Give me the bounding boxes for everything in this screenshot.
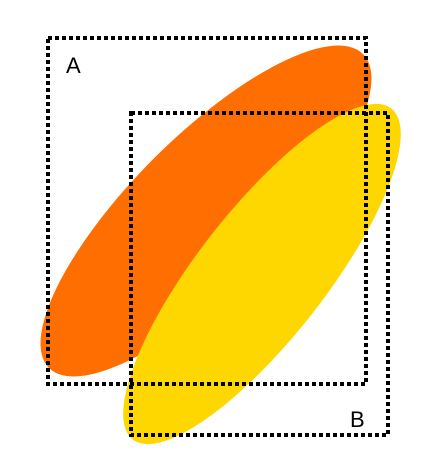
box-a-label: A xyxy=(66,53,81,78)
box-b-label: B xyxy=(350,407,365,432)
ellipse-a xyxy=(40,45,372,377)
bounding-box-a xyxy=(46,36,368,386)
bounding-box-b xyxy=(129,111,390,437)
ellipse-b xyxy=(123,103,401,445)
